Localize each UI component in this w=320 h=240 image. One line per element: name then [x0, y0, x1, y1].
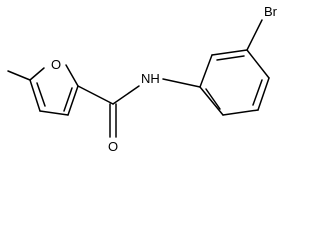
atom-furan-oxygen: O	[51, 57, 61, 72]
bond-furan-c5-o1	[29, 67, 45, 81]
atom-amide-nitrogen: NH	[141, 71, 160, 86]
bond-furan-c4-c5-inner	[36, 82, 46, 107]
bond-benzene-1-2	[199, 54, 213, 88]
bond-benzene-inner-b	[252, 79, 263, 106]
bond-benzene-5-6	[222, 109, 259, 116]
bond-ring-to-bromine	[246, 19, 263, 51]
bond-carbonyl-to-nitrogen	[112, 85, 140, 105]
bond-nitrogen-to-ring	[162, 78, 201, 88]
bond-furan-c4-c5	[29, 79, 41, 112]
atom-bromine: Br	[264, 4, 278, 19]
bond-furan-o1-c2	[65, 64, 79, 87]
bond-methyl	[7, 70, 31, 81]
chemical-structure: O NH O Br	[7, 4, 278, 154]
atom-carbonyl-oxygen: O	[108, 139, 118, 154]
bond-furan-c2-c3-inner	[63, 87, 73, 112]
structure-canvas: O NH O Br	[7, 4, 278, 154]
bond-benzene-6-1	[199, 86, 224, 116]
bond-furan-c2-c3	[67, 85, 79, 116]
bond-benzene-3-4	[246, 49, 270, 79]
bond-furan-to-carbonyl	[77, 85, 114, 105]
bond-benzene-2-3	[211, 49, 248, 56]
bond-benzene-4-5	[257, 77, 270, 111]
bond-benzene-inner-a	[216, 55, 245, 61]
bond-benzene-inner-c	[205, 88, 221, 110]
bond-furan-c3-c4	[39, 110, 69, 116]
